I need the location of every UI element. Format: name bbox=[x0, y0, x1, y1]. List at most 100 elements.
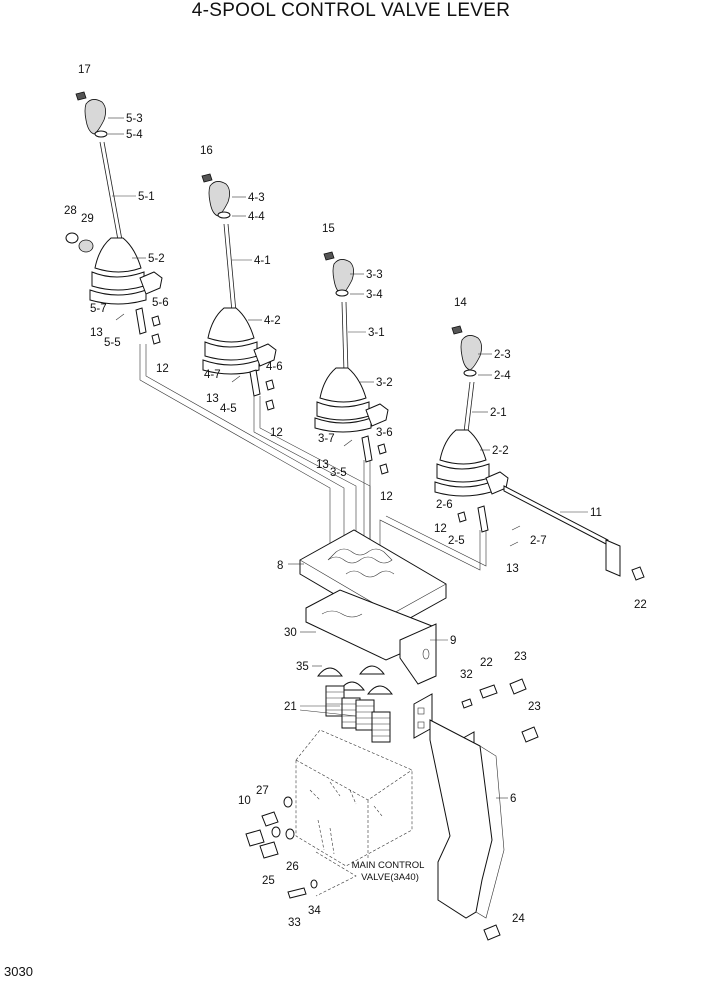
nut-part-28 bbox=[65, 232, 79, 244]
cap-part-17 bbox=[75, 91, 87, 101]
callout-5-1: 5-1 bbox=[138, 191, 155, 203]
callout-2-7: 2-7 bbox=[530, 535, 547, 547]
callout-13a: 13 bbox=[90, 327, 103, 339]
diagram-title: 4-SPOOL CONTROL VALVE LEVER bbox=[192, 0, 511, 21]
callout-12c: 12 bbox=[380, 491, 393, 503]
cap-part-35 bbox=[316, 667, 344, 677]
knob-part-3-3 bbox=[332, 259, 354, 295]
plate-part-4-5 bbox=[249, 369, 261, 397]
plate-part-8 bbox=[299, 529, 447, 629]
boot-part-21 bbox=[325, 685, 345, 717]
washer-part-34 bbox=[310, 879, 318, 889]
callout-2-6: 2-6 bbox=[436, 499, 453, 511]
callout-4-3: 4-3 bbox=[248, 192, 265, 204]
callout-16: 16 bbox=[200, 145, 213, 157]
callout-4-7: 4-7 bbox=[204, 369, 221, 381]
bolt-part-12a bbox=[151, 333, 161, 345]
bracket-part-2-6 bbox=[485, 471, 509, 495]
callout-5-3: 5-3 bbox=[126, 113, 143, 125]
oring-part-26 bbox=[285, 828, 295, 840]
bolt-part-33 bbox=[287, 887, 307, 899]
callout-12d: 12 bbox=[434, 523, 447, 535]
assembly-guide-lines bbox=[139, 344, 487, 571]
callout-30: 30 bbox=[284, 627, 297, 639]
callout-15: 15 bbox=[322, 223, 335, 235]
callout-11: 11 bbox=[590, 507, 602, 519]
callout-12b: 12 bbox=[270, 427, 283, 439]
callout-3-2: 3-2 bbox=[376, 377, 393, 389]
callout-13d: 13 bbox=[506, 563, 519, 575]
callout-22b: 22 bbox=[480, 657, 493, 669]
callout-4-6: 4-6 bbox=[266, 361, 283, 373]
main-control-valve bbox=[295, 729, 413, 897]
callout-3-4: 3-4 bbox=[366, 289, 383, 301]
mounting-bracket-assembly bbox=[413, 678, 539, 941]
bracket-part-9 bbox=[399, 623, 437, 685]
callout-4-4: 4-4 bbox=[248, 211, 265, 223]
callout-14: 14 bbox=[454, 297, 467, 309]
bolt-part-23b bbox=[521, 726, 539, 743]
bolt-part-22b bbox=[479, 684, 498, 699]
bolt-part-23a bbox=[509, 678, 527, 695]
callout-2-2: 2-2 bbox=[492, 445, 509, 457]
bolt-part-24 bbox=[483, 924, 501, 941]
callout-4-2: 4-2 bbox=[264, 315, 281, 327]
lever-assembly-5 bbox=[65, 91, 163, 345]
lever-assembly-3 bbox=[314, 251, 389, 475]
callout-2-1: 2-1 bbox=[490, 407, 507, 419]
callout-23b: 23 bbox=[528, 701, 541, 713]
knob-part-4-3 bbox=[208, 181, 230, 217]
oring-part-27 bbox=[283, 796, 293, 808]
page-number: 3030 bbox=[4, 964, 33, 979]
callout-24: 24 bbox=[512, 913, 525, 925]
bracket-part-6 bbox=[429, 719, 493, 919]
callout-21: 21 bbox=[284, 701, 297, 713]
callout-25: 25 bbox=[262, 875, 275, 887]
nut-part-2-4 bbox=[463, 369, 477, 377]
callout-35: 35 bbox=[296, 661, 309, 673]
callout-5-6: 5-6 bbox=[152, 297, 169, 309]
callout-26: 26 bbox=[286, 861, 299, 873]
boot-part-5-2 bbox=[94, 237, 142, 273]
callout-9: 9 bbox=[450, 635, 456, 647]
callout-10: 10 bbox=[238, 795, 251, 807]
callout-32: 32 bbox=[460, 669, 473, 681]
lever-assembly-4 bbox=[201, 173, 277, 411]
bracket-part-4-6 bbox=[253, 343, 277, 367]
callout-23a: 23 bbox=[514, 651, 527, 663]
boot-part-3-2 bbox=[319, 367, 367, 403]
callout-4-1: 4-1 bbox=[254, 255, 271, 267]
cover-plate-assembly bbox=[299, 529, 447, 685]
callout-2-5: 2-5 bbox=[448, 535, 465, 547]
callout-33: 33 bbox=[288, 917, 301, 929]
callout-6: 6 bbox=[510, 793, 516, 805]
valve-fittings bbox=[245, 796, 318, 899]
spool-boots bbox=[316, 665, 394, 743]
bracket-part-3-6 bbox=[365, 403, 389, 427]
knob-part-2-3 bbox=[460, 335, 482, 371]
callout-12a: 12 bbox=[156, 363, 169, 375]
callout-3-5: 3-5 bbox=[330, 467, 347, 479]
callout-labels: 17 5-3 5-4 5-1 28 29 5-2 5-6 5-7 13 5-5 … bbox=[64, 64, 647, 929]
callout-5-4: 5-4 bbox=[126, 129, 143, 141]
callout-3-3: 3-3 bbox=[366, 269, 383, 281]
bolt-part-22a bbox=[631, 566, 645, 581]
bolt-part-5-6b bbox=[151, 315, 161, 327]
block-part-6a bbox=[413, 693, 433, 739]
callout-27: 27 bbox=[256, 785, 269, 797]
nut-part-5-4 bbox=[94, 130, 108, 138]
knob-part-5-3 bbox=[84, 99, 106, 135]
callout-8: 8 bbox=[277, 560, 283, 572]
bracket-part-5-6 bbox=[139, 271, 163, 295]
callout-3-6: 3-6 bbox=[376, 427, 393, 439]
callout-5-5: 5-5 bbox=[104, 337, 121, 349]
cap-part-15 bbox=[323, 251, 335, 261]
lever-assembly-2 bbox=[434, 325, 645, 581]
callout-28: 28 bbox=[64, 205, 77, 217]
callout-3-7: 3-7 bbox=[318, 433, 335, 445]
callout-29: 29 bbox=[81, 213, 94, 225]
callout-2-3: 2-3 bbox=[494, 349, 511, 361]
callout-34: 34 bbox=[308, 905, 321, 917]
callout-5-2: 5-2 bbox=[148, 253, 165, 265]
